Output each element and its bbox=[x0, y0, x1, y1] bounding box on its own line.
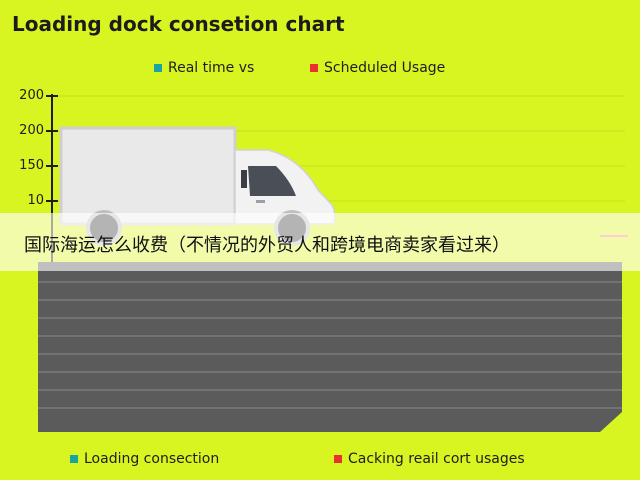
y-tick-label: 10 bbox=[27, 193, 44, 208]
truck-handle bbox=[256, 200, 265, 203]
legend-swatch-red bbox=[310, 64, 318, 72]
legend-item-real-time: Real time vs bbox=[154, 60, 254, 76]
legend-label: Real time vs bbox=[168, 60, 255, 76]
truck-cargo-box bbox=[59, 126, 237, 226]
legend-swatch-red bbox=[334, 455, 342, 463]
legend-item-cacking: Cacking reail cort usages bbox=[334, 451, 525, 467]
truck-window bbox=[248, 166, 296, 196]
legend-label: Scheduled Usage bbox=[324, 60, 446, 76]
y-tick-label: 200 bbox=[19, 123, 44, 138]
y-tick-label: 150 bbox=[19, 158, 44, 173]
legend-item-scheduled: Scheduled Usage bbox=[310, 60, 445, 76]
legend-label: Cacking reail cort usages bbox=[348, 451, 525, 467]
caption-banner bbox=[0, 213, 640, 271]
legend-swatch-teal bbox=[154, 64, 162, 72]
truck-illustration bbox=[59, 126, 336, 246]
truck-mirror bbox=[241, 170, 247, 188]
chart-title: Loading dock consetion chart bbox=[12, 12, 345, 36]
y-tick-label: 200 bbox=[19, 88, 44, 103]
caption-text: 国际海运怎么收费（不情况的外贸人和跨境电商卖家看过来） bbox=[24, 235, 510, 256]
bar bbox=[38, 262, 622, 432]
legend-label: Loading consection bbox=[84, 451, 220, 467]
bar-group bbox=[38, 262, 622, 432]
legend-item-loading: Loading consection bbox=[70, 451, 219, 467]
legend-swatch-teal bbox=[70, 455, 78, 463]
